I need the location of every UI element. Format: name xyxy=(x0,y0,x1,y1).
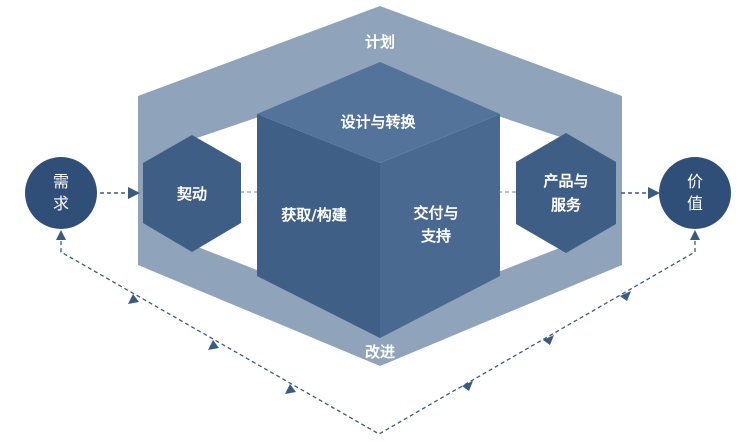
cube-left-face xyxy=(257,114,380,338)
loop-arrow-6 xyxy=(128,294,139,304)
cube-right-face xyxy=(380,114,500,338)
frame-top-label: 计划 xyxy=(365,33,395,51)
cube-right-label-line2: 支持 xyxy=(420,227,451,245)
cube-right-label-line1: 交付与 xyxy=(413,204,458,222)
value-circle xyxy=(659,157,731,229)
loop-arrow-right-top xyxy=(690,230,700,240)
cube-top-face xyxy=(257,62,500,163)
value-label-line2: 值 xyxy=(687,194,703,213)
loop-arrow-2 xyxy=(543,335,554,345)
loop-arrow-5 xyxy=(208,340,219,350)
loop-arrow-4 xyxy=(285,384,296,394)
right-hexagon-line2: 服务 xyxy=(551,196,582,214)
right-hexagon-line1: 产品与 xyxy=(543,172,588,190)
loop-arrow-3 xyxy=(462,381,473,391)
value-label-line1: 价 xyxy=(687,172,703,191)
left-hexagon xyxy=(143,135,241,252)
right-hexagon xyxy=(516,133,616,253)
loop-arrow-left-top xyxy=(56,230,66,240)
cube-top-label: 设计与转换 xyxy=(340,113,416,131)
demand-circle xyxy=(25,157,97,229)
frame-bottom-label: 改进 xyxy=(365,343,395,361)
cube-left-label: 获取/构建 xyxy=(281,206,347,224)
loop-arrow-1 xyxy=(620,291,631,301)
left-hexagon-label: 契动 xyxy=(176,185,207,203)
demand-label-line2: 求 xyxy=(53,194,69,213)
demand-label-line1: 需 xyxy=(53,172,69,191)
